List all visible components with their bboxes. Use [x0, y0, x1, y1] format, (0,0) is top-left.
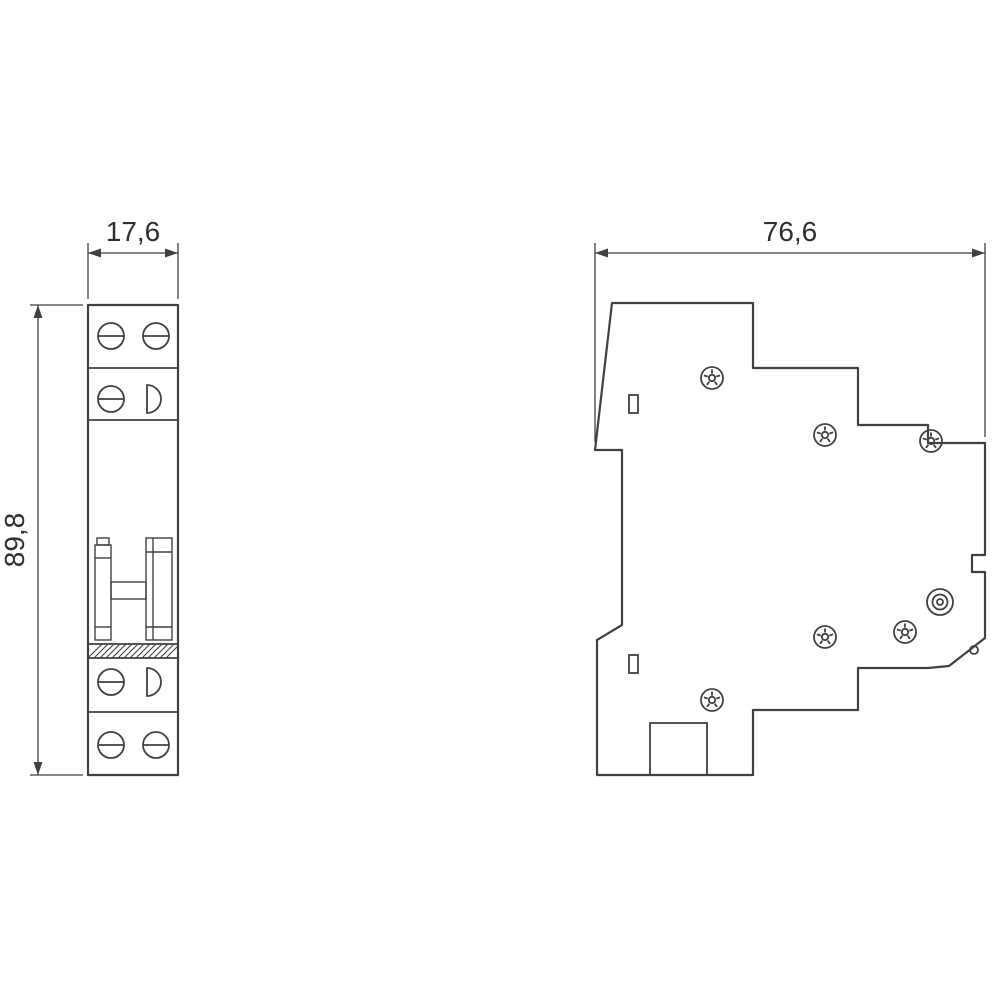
arrowhead-right: [165, 248, 178, 258]
rivet-icon: [813, 625, 837, 649]
mount-slot: [628, 654, 639, 674]
rivet-icon: [700, 688, 724, 712]
mount-slot: [628, 394, 639, 414]
screw-terminal-icon: [142, 322, 170, 350]
front-view: [86, 303, 180, 777]
hatched-band: [87, 643, 179, 659]
arrowhead-right: [972, 248, 985, 258]
switch-mechanism: [94, 537, 173, 641]
bottom-recess: [649, 722, 708, 776]
front-outline: [86, 303, 180, 777]
screw-terminal-icon: [97, 385, 125, 413]
arrowhead-left: [595, 248, 608, 258]
arrowhead-top: [33, 305, 43, 318]
clamp-icon: [146, 384, 162, 414]
dimension-label-side-width: 76,6: [763, 216, 818, 247]
screw-terminal-icon: [142, 731, 170, 759]
arrowhead-left: [88, 248, 101, 258]
dimension-front-width: 17,6: [87, 216, 179, 299]
rivet-icon: [700, 366, 724, 390]
dimension-label-front-width: 17,6: [106, 216, 161, 247]
screw-terminal-icon: [97, 322, 125, 350]
dimension-front-height: 89,8: [0, 304, 83, 776]
screw-terminal-icon: [97, 668, 125, 696]
side-view: [593, 301, 987, 777]
rivet-icon: [893, 620, 917, 644]
rivet-icon: [813, 423, 837, 447]
clip-pivot: [926, 588, 979, 655]
screw-terminal-icon: [97, 731, 125, 759]
clamp-icon: [146, 667, 162, 697]
dimension-label-front-height: 89,8: [0, 513, 30, 568]
rivet-icon: [919, 429, 943, 453]
dimension-side-width: 76,6: [594, 216, 986, 442]
side-outline: [593, 301, 987, 777]
arrowhead-bottom: [33, 762, 43, 775]
